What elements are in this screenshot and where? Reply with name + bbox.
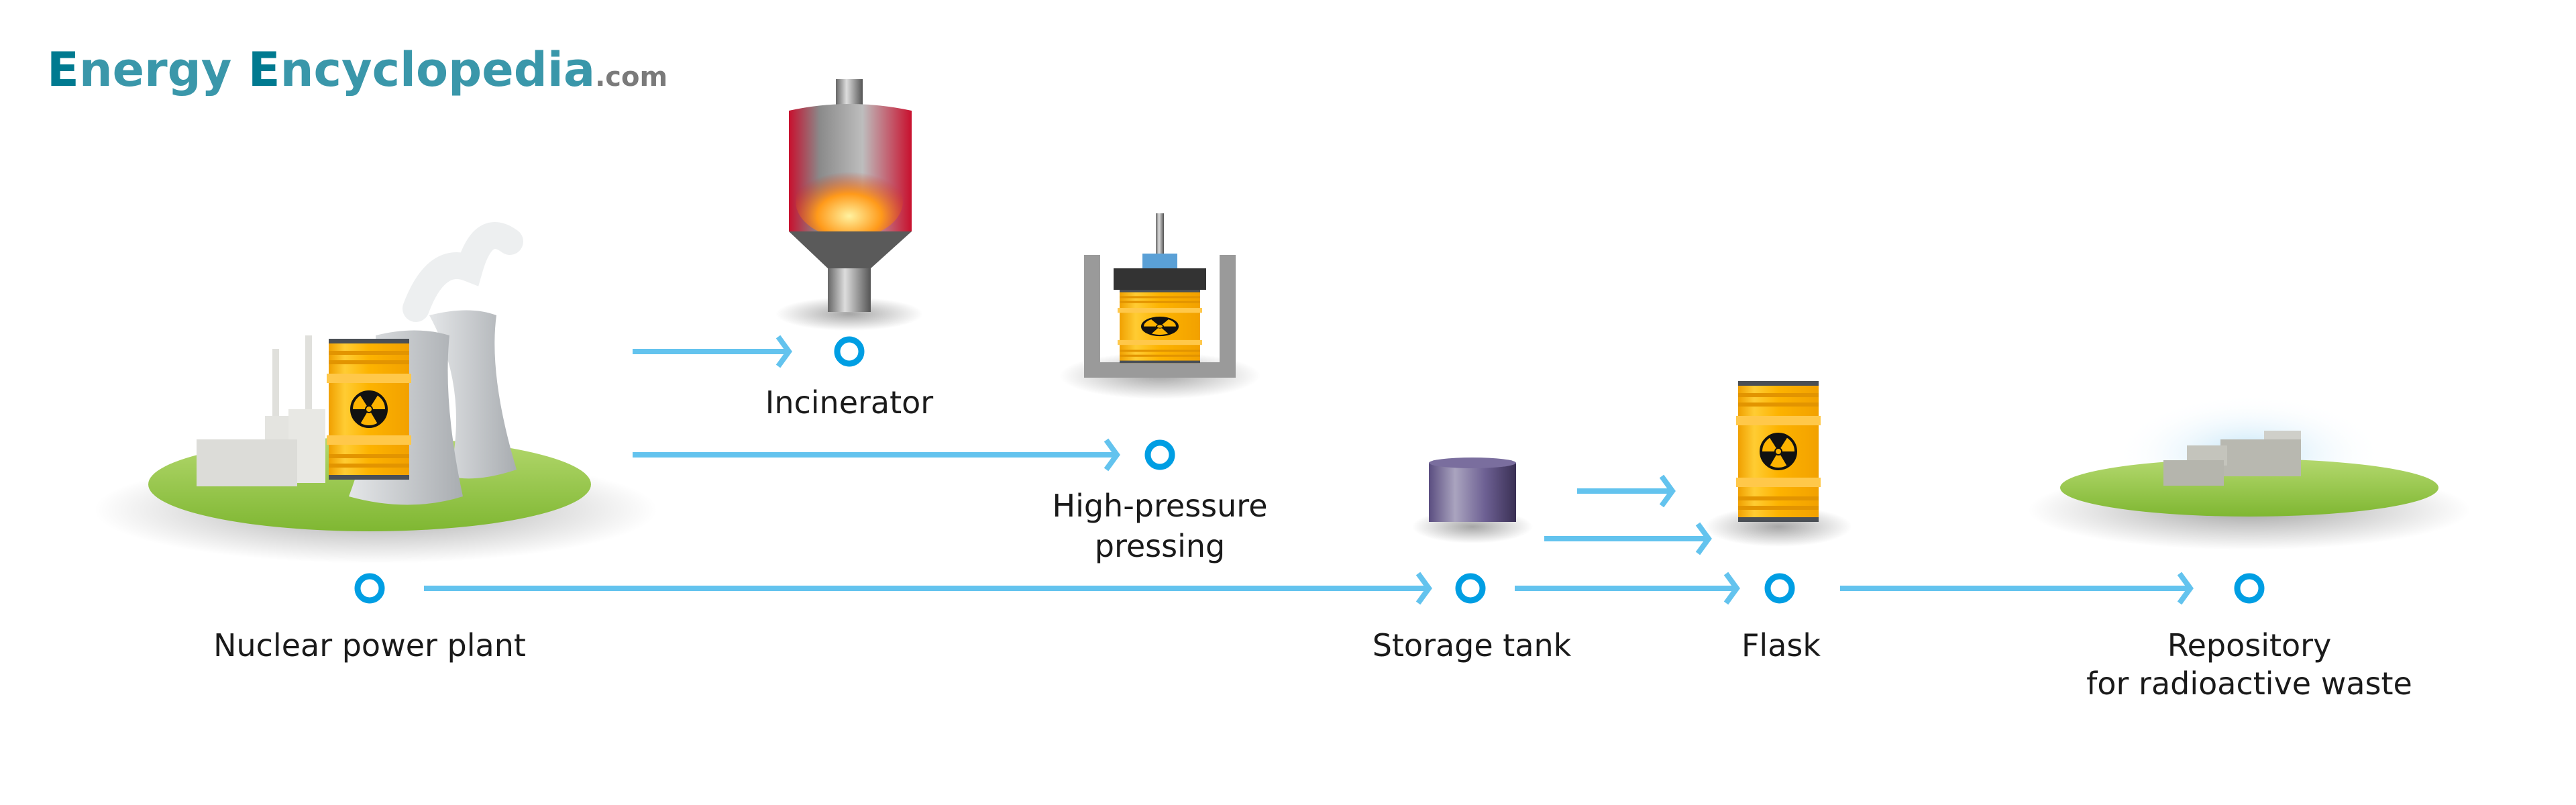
node-incinerator[interactable] xyxy=(834,336,865,367)
node-nuclear-power-plant[interactable] xyxy=(354,573,385,604)
repository-icon xyxy=(2028,382,2471,550)
storage-tank-icon xyxy=(1412,458,1533,543)
label-high-pressure: High-pressure xyxy=(1052,488,1267,524)
logo-letter: E xyxy=(47,42,79,97)
arrow-incinerator-to-flask xyxy=(1577,474,1676,508)
logo-letter: E xyxy=(248,42,280,97)
label-for-radioactive-waste: for radioactive waste xyxy=(2086,665,2412,702)
logo-word: ncyclopedia xyxy=(280,42,595,97)
label-pressing: pressing xyxy=(1095,528,1225,564)
label-repository: Repository xyxy=(2167,627,2332,663)
nuclear-plant-icon xyxy=(94,222,657,564)
flask-barrel-icon xyxy=(1705,380,1852,547)
svg-text:Energy Encyclopedia.com: Energy Encyclopedia.com xyxy=(47,42,667,97)
label-incinerator: Incinerator xyxy=(765,384,934,421)
node-high-pressure-pressing[interactable] xyxy=(1144,439,1175,470)
arrow-plant-to-incinerator xyxy=(633,335,792,368)
label-nuclear-power-plant: Nuclear power plant xyxy=(213,627,526,663)
arrow-plant-to-pressing xyxy=(633,438,1120,472)
incinerator-icon xyxy=(775,79,923,331)
energy-encyclopedia-logo[interactable]: Energy Encyclopedia.com xyxy=(47,42,667,97)
logo-word: nergy xyxy=(79,42,248,97)
node-flask[interactable] xyxy=(1764,573,1795,604)
label-storage-tank: Storage tank xyxy=(1373,627,1572,663)
logo-suffix: .com xyxy=(595,62,667,93)
stage-nodes xyxy=(354,336,2265,604)
arrow-storage-to-flask xyxy=(1515,572,1740,605)
hydraulic-press-icon xyxy=(1059,213,1260,399)
arrow-flask-to-repository xyxy=(1840,572,2194,605)
node-repository[interactable] xyxy=(2234,573,2265,604)
node-storage-tank[interactable] xyxy=(1455,573,1486,604)
arrow-plant-to-storage xyxy=(424,572,1432,605)
label-flask: Flask xyxy=(1741,627,1821,663)
flow-arrows xyxy=(424,335,2194,605)
arrow-pressing-to-flask xyxy=(1544,522,1712,555)
